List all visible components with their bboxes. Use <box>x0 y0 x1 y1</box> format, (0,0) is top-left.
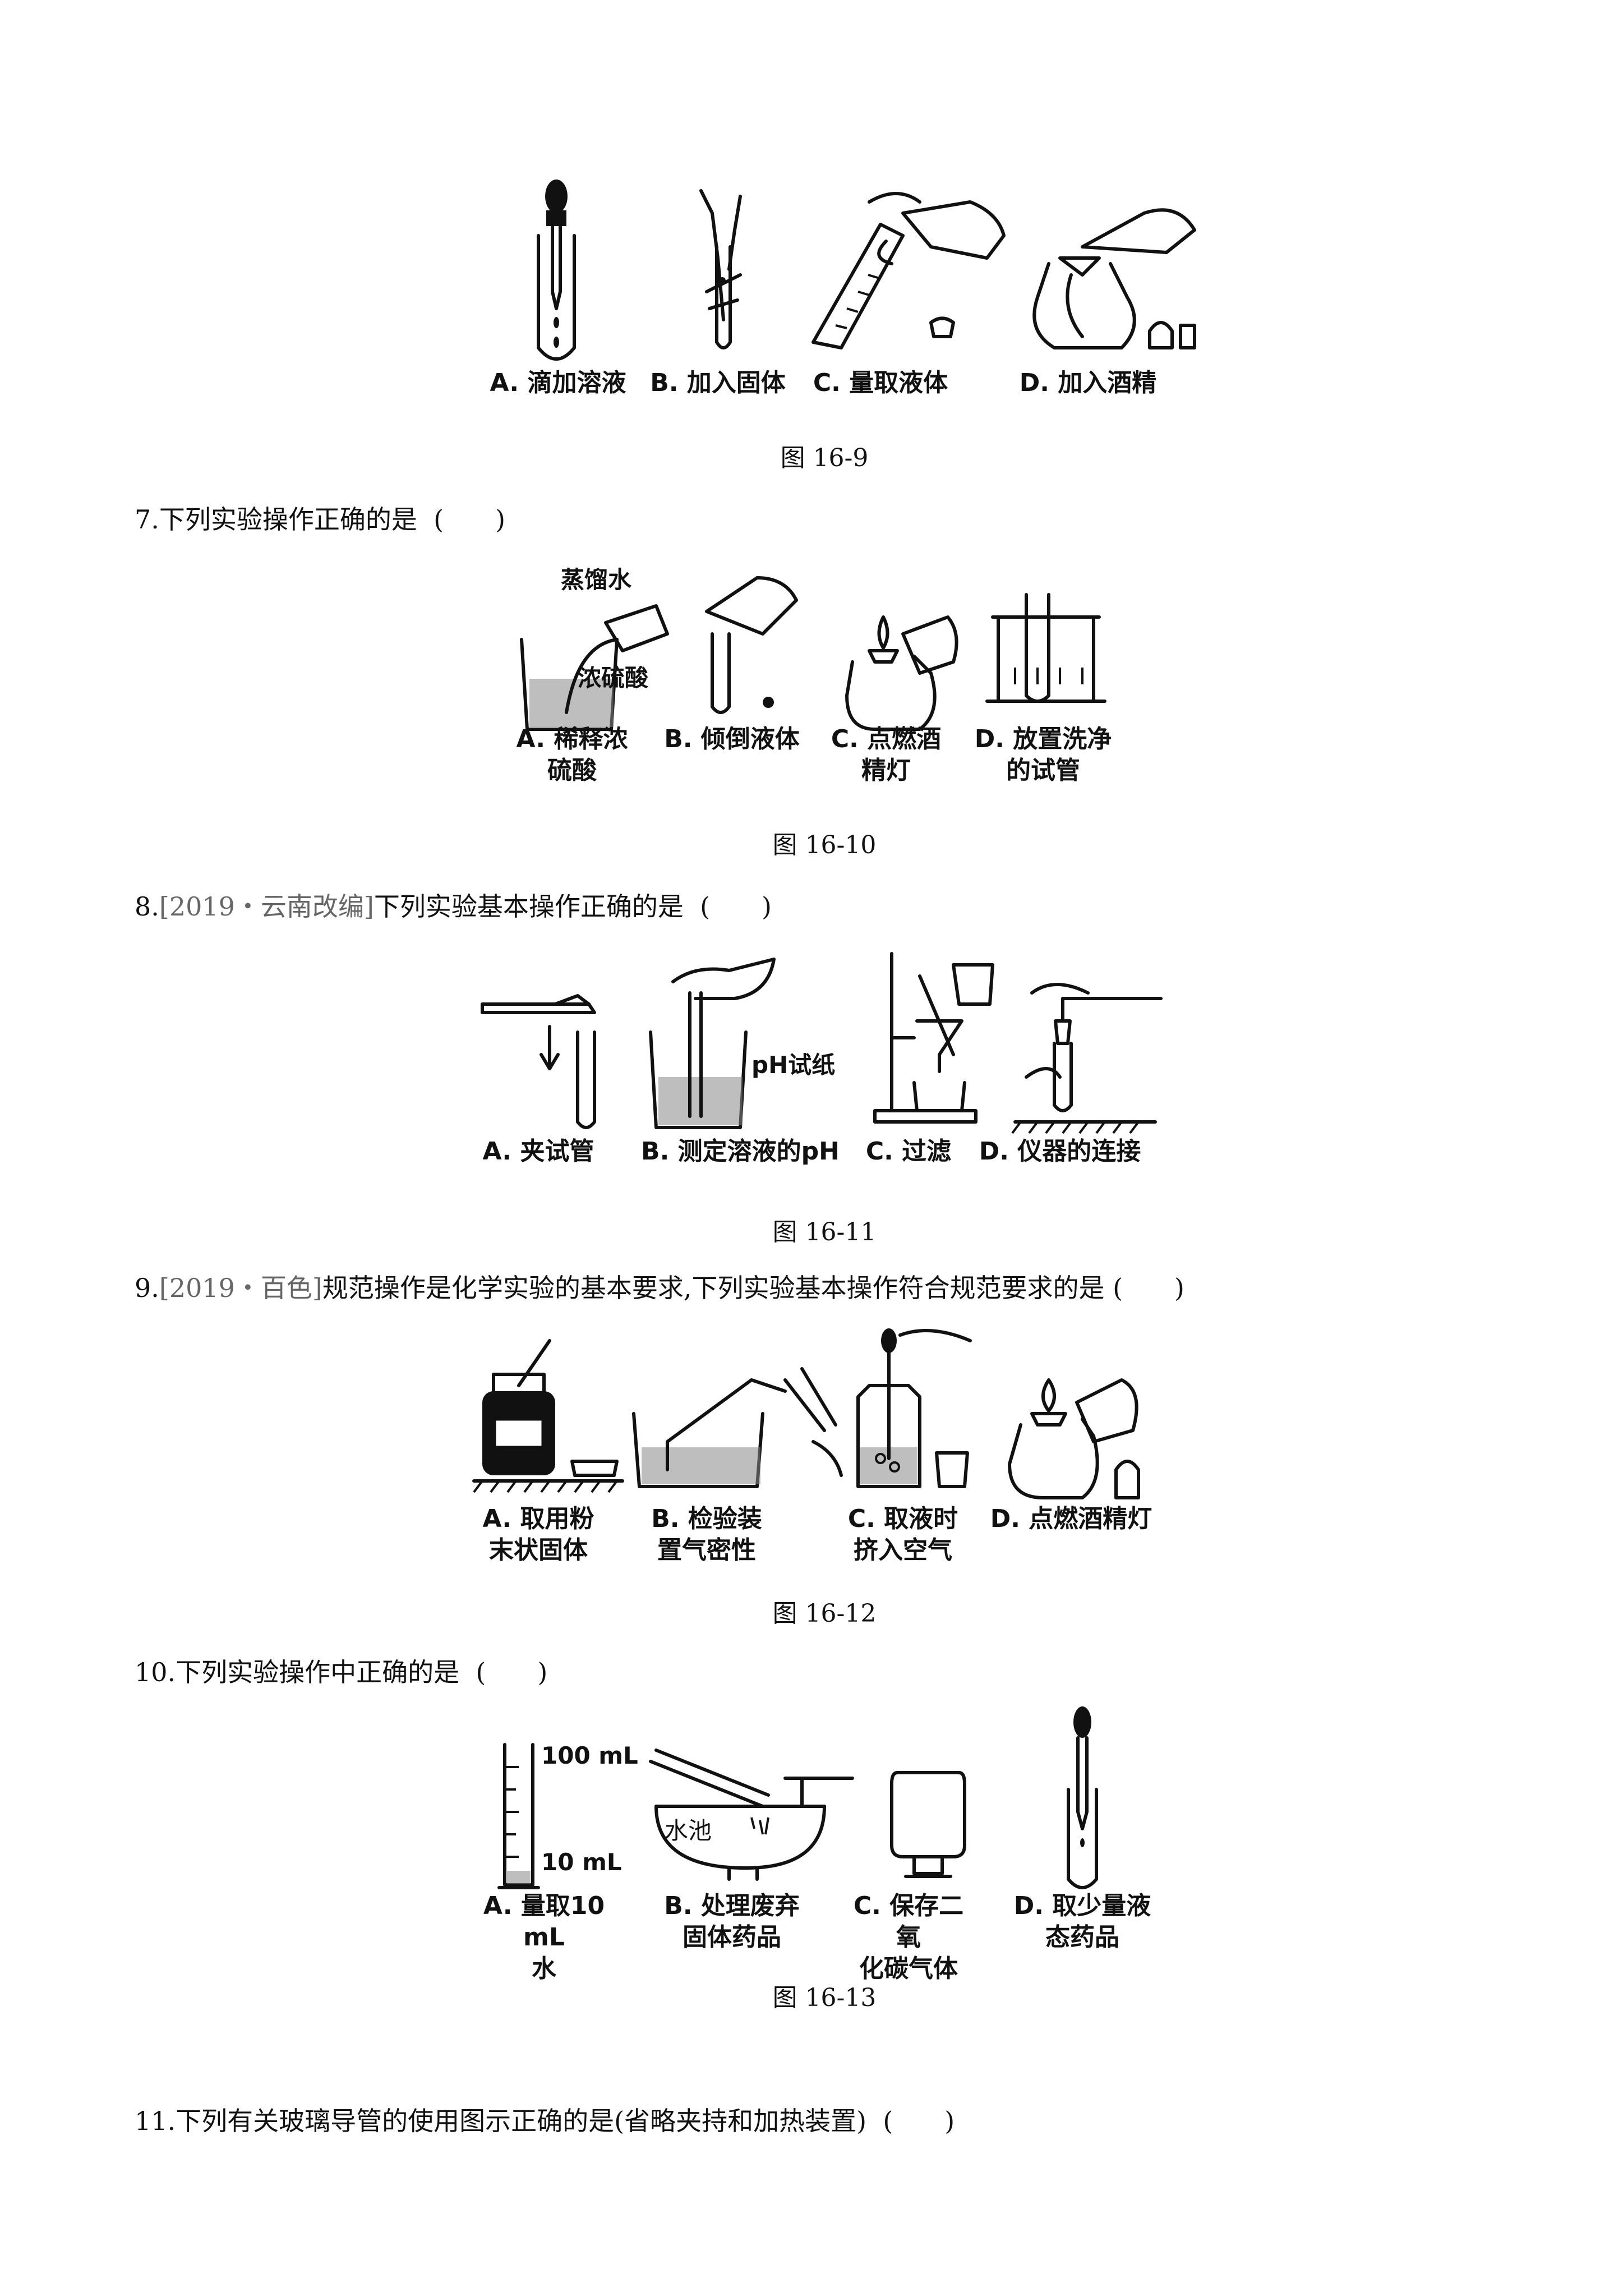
ph-measure-illustration <box>649 958 776 1129</box>
question-text: 下列有关玻璃导管的使用图示正确的是(省略夹持和加热装置) <box>176 2106 867 2136</box>
figure-16-13-caption: 图 16-13 <box>772 1984 877 2012</box>
answer-parentheses: ( ) <box>700 891 772 922</box>
fig9-option-b-label: B. 加入固体 <box>650 369 786 397</box>
alcohol-lamp-fill-illustration <box>1032 208 1196 349</box>
light-lamp-with-lamp-illustration <box>845 615 958 731</box>
pour-liquid-illustration <box>705 576 798 714</box>
test-tube-rack-illustration <box>985 593 1106 703</box>
q9-option-a-label: A. 取用粉 末状固体 <box>482 1504 594 1565</box>
graduated-cylinder-illustration <box>497 1743 540 1889</box>
q9-option-d-label: D. 点燃酒精灯 <box>990 1504 1152 1533</box>
light-lamp-illustration <box>1008 1378 1140 1499</box>
answer-parentheses: ( ) <box>1113 1273 1185 1303</box>
question-11-stem: 11.下列有关玻璃导管的使用图示正确的是(省略夹持和加热装置) ( ) <box>135 2101 955 2138</box>
question-text: 下列实验操作正确的是 <box>159 504 417 535</box>
filtration-illustration <box>873 952 994 1124</box>
q10-option-a-label: A. 量取10 mL 水 <box>483 1892 605 1983</box>
dropper-tube-illustration <box>1067 1706 1098 1889</box>
gas-bottle-illustration <box>890 1771 966 1878</box>
q7-option-b-label: B. 倾倒液体 <box>664 725 800 753</box>
fig9-option-c-label: C. 量取液体 <box>813 369 948 397</box>
q10-option-b-label: B. 处理废弃 固体药品 <box>664 1892 800 1952</box>
question-number: 10. <box>135 1657 176 1687</box>
dropper-into-tube-illustration <box>537 180 576 361</box>
question-10-stem: 10.下列实验操作中正确的是 ( ) <box>135 1652 547 1689</box>
q7-option-c-label: C. 点燃酒 精灯 <box>831 725 942 785</box>
question-7-stem: 7.下列实验操作正确的是 ( ) <box>135 499 505 536</box>
dilute-acid-illustration <box>520 604 669 731</box>
question-number: 7. <box>135 504 159 535</box>
figure-16-9-caption: 图 16-9 <box>780 444 869 472</box>
question-source: [2019・百色] <box>159 1273 322 1303</box>
q7-option-a-label: A. 稀释浓 硫酸 <box>516 725 628 785</box>
figure-16-11-caption: 图 16-11 <box>772 1218 877 1246</box>
q9-option-b-label: B. 检验装 置气密性 <box>651 1504 762 1565</box>
q10-option-c-label: C. 保存二氧 化碳气体 <box>853 1892 964 1983</box>
sink-disposal-illustration <box>649 1749 854 1881</box>
q9-option-c-label: C. 取液时 挤入空气 <box>847 1504 958 1565</box>
question-text: 规范操作是化学实验的基本要求,下列实验基本操作符合规范要求的是 <box>322 1273 1105 1303</box>
q7-option-d-label: D. 放置洗净 的试管 <box>974 725 1112 785</box>
cylinder-100ml-label: 100 mL <box>541 1742 638 1769</box>
airtightness-check-illustration <box>632 1367 843 1488</box>
question-text: 下列实验基本操作正确的是 <box>374 891 684 922</box>
q10-option-d-label: D. 取少量液 态药品 <box>1013 1892 1151 1952</box>
powder-solid-illustration <box>472 1339 624 1493</box>
question-number: 11. <box>135 2106 176 2136</box>
answer-parentheses: ( ) <box>883 2106 955 2136</box>
connect-instruments-illustration <box>1011 983 1163 1134</box>
solid-into-tube-illustration <box>699 189 742 349</box>
q8-option-c-label: C. 过滤 <box>865 1137 952 1166</box>
question-text: 下列实验操作中正确的是 <box>176 1657 460 1687</box>
answer-parentheses: ( ) <box>434 504 506 535</box>
clamp-test-tube-illustration <box>481 994 596 1129</box>
concentrated-acid-label: 浓硫酸 <box>578 664 649 692</box>
q8-option-d-label: D. 仪器的连接 <box>979 1137 1141 1166</box>
cylinder-10ml-label: 10 mL <box>541 1848 622 1876</box>
question-9-stem: 9.[2019・百色]规范操作是化学实验的基本要求,下列实验基本操作符合规范要求… <box>135 1268 1184 1305</box>
q8-option-a-label: A. 夹试管 <box>482 1137 594 1166</box>
sink-label: 水池 <box>665 1817 712 1844</box>
distilled-water-label: 蒸馏水 <box>561 566 632 593</box>
answer-parentheses: ( ) <box>476 1657 548 1687</box>
question-number: 8. <box>135 891 159 922</box>
fig9-option-a-label: A. 滴加溶液 <box>490 369 626 397</box>
question-number: 9. <box>135 1273 159 1303</box>
fig9-option-d-label: D. 加入酒精 <box>1019 369 1157 397</box>
measuring-cylinder-pour-illustration <box>811 192 1006 349</box>
question-source: [2019・云南改编] <box>159 891 374 922</box>
figure-16-12-caption: 图 16-12 <box>772 1599 877 1628</box>
question-8-stem: 8.[2019・云南改编]下列实验基本操作正确的是 ( ) <box>135 886 772 923</box>
figure-16-10-caption: 图 16-10 <box>772 831 877 859</box>
ph-paper-label: pH试纸 <box>751 1051 836 1079</box>
q8-option-b-label: B. 测定溶液的pH <box>641 1137 840 1166</box>
dropper-squeeze-air-illustration <box>856 1328 972 1488</box>
